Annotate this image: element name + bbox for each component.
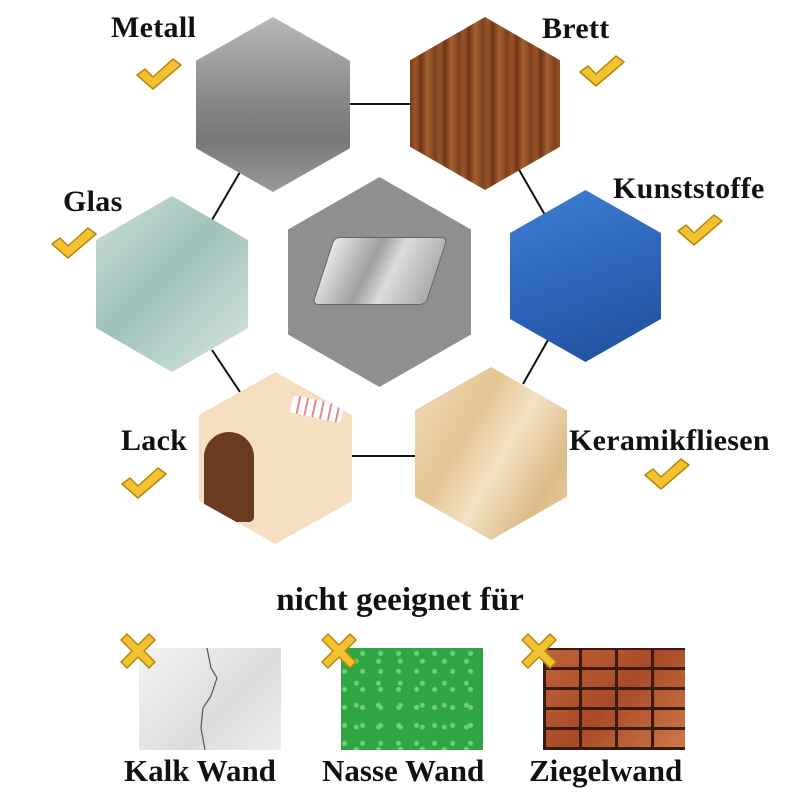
label-glas: Glas xyxy=(63,185,123,218)
check-icon xyxy=(579,55,625,87)
x-icon xyxy=(321,633,357,669)
person-painting-image xyxy=(204,432,254,522)
label-ziegelwand: Ziegelwand xyxy=(529,753,683,788)
brick-wall-image xyxy=(543,648,685,750)
lime-wall-image xyxy=(139,648,281,750)
check-icon xyxy=(136,58,182,90)
label-kalk-wand: Kalk Wand xyxy=(124,753,276,788)
check-icon xyxy=(677,214,723,246)
gel-pad-hexagon xyxy=(288,177,471,387)
label-brett: Brett xyxy=(542,12,610,45)
label-kunststoffe: Kunststoffe xyxy=(613,172,765,205)
label-lack: Lack xyxy=(121,424,188,457)
label-nasse-wand: Nasse Wand xyxy=(322,753,485,788)
unsuitable-title: nicht geeignet für xyxy=(276,582,524,618)
x-icon xyxy=(120,633,156,669)
x-icon xyxy=(521,633,557,669)
wet-wall-image xyxy=(341,648,483,750)
check-icon xyxy=(644,458,690,490)
crack-icon xyxy=(200,648,218,750)
check-icon xyxy=(51,227,97,259)
label-keramikfliesen: Keramikfliesen xyxy=(569,424,770,457)
label-metall: Metall xyxy=(111,11,197,44)
gel-pad-image xyxy=(311,237,449,305)
plastic-hexagon xyxy=(510,190,661,362)
connector-lines xyxy=(211,103,549,457)
check-icon xyxy=(121,467,167,499)
